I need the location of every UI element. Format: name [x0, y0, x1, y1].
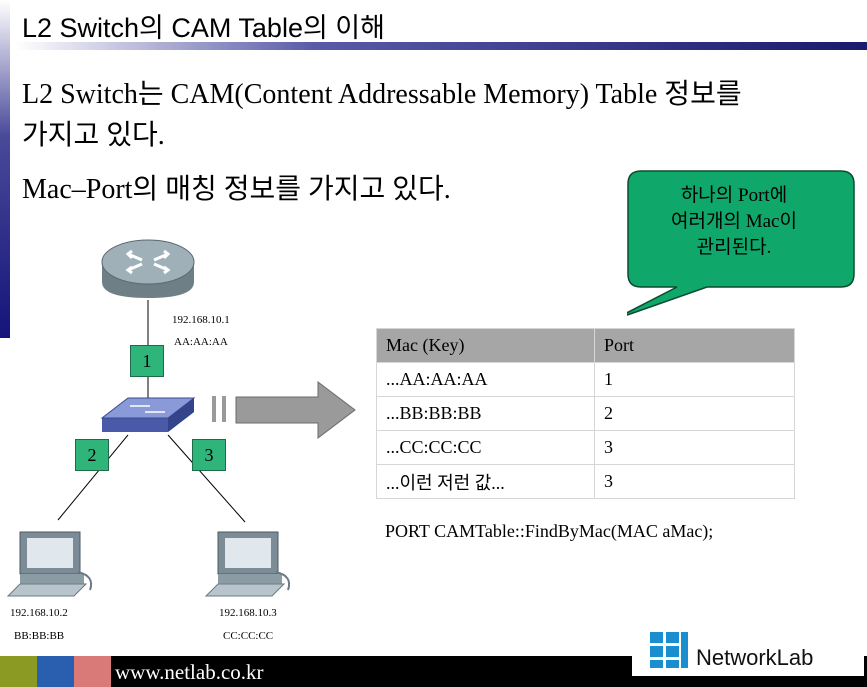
callout-bubble	[627, 170, 855, 316]
body-line-1: L2 Switch는 CAM(Content Addressable Memor…	[22, 79, 742, 110]
pc-right-mac: CC:CC:CC	[223, 630, 274, 642]
footer-square-red	[74, 656, 111, 687]
arrow-icon	[212, 380, 356, 440]
right-pc-link	[167, 434, 246, 523]
router-mac: AA:AA:AA	[174, 336, 228, 348]
pc-right-icon	[204, 531, 291, 597]
cell-port: 3	[594, 464, 795, 499]
header-mac: Mac (Key)	[376, 328, 595, 363]
left-accent-bar	[0, 0, 10, 338]
footer-square-blue	[37, 656, 74, 687]
callout-text: 하나의 Port에 여러개의 Mac이 관리된다.	[671, 185, 797, 258]
table-row: ...이런 저런 값... 3	[376, 464, 795, 499]
cell-port: 1	[594, 362, 795, 397]
cell-mac: ...BB:BB:BB	[376, 396, 595, 431]
header-port: Port	[594, 328, 795, 363]
port-2-label: 2	[75, 439, 109, 471]
port-1-label: 1	[130, 345, 164, 377]
networklab-logo-icon	[650, 632, 688, 668]
router-ip: 192.168.10.1	[172, 314, 230, 326]
router-icon	[101, 239, 195, 298]
slide-title: L2 Switch의 CAM Table의 이해	[22, 13, 385, 43]
pc-left-mac: BB:BB:BB	[14, 630, 65, 642]
title-underline	[16, 42, 867, 50]
network-diagram	[6, 239, 356, 597]
pc-left-icon	[6, 531, 93, 597]
body-line-2: 가지고 있다.	[22, 120, 165, 151]
cell-port: 2	[594, 396, 795, 431]
table-row: ...CC:CC:CC 3	[376, 430, 795, 465]
table-row: ...AA:AA:AA 1	[376, 362, 795, 397]
switch-icon	[100, 397, 196, 432]
left-pc-link	[57, 434, 129, 521]
footer-square-green	[0, 656, 37, 687]
cell-mac: ...이런 저런 값...	[376, 464, 595, 499]
cell-port: 3	[594, 430, 795, 465]
networklab-logo-text: NetworkLab	[696, 645, 814, 670]
pc-left-ip: 192.168.10.2	[10, 607, 68, 619]
body-line-3: Mac–Port의 매칭 정보를 가지고 있다.	[22, 174, 451, 205]
cell-mac: ...CC:CC:CC	[376, 430, 595, 465]
table-row: ...BB:BB:BB 2	[376, 396, 795, 431]
pc-right-ip: 192.168.10.3	[219, 607, 277, 619]
code-signature: PORT CAMTable::FindByMac(MAC aMac);	[385, 521, 714, 541]
cam-table: Mac (Key) Port ...AA:AA:AA 1 ...BB:BB:BB…	[376, 328, 795, 499]
port-3-label: 3	[192, 439, 226, 471]
cell-mac: ...AA:AA:AA	[376, 362, 595, 397]
footer-url[interactable]: www.netlab.co.kr	[115, 660, 264, 684]
cam-table-header: Mac (Key) Port	[376, 328, 795, 363]
